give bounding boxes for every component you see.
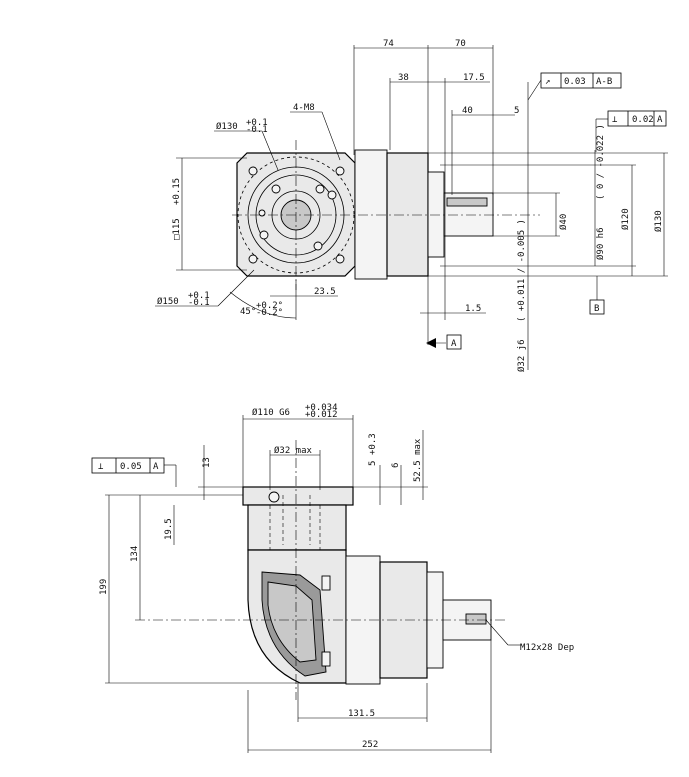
gdt-runout-frame: ↗ 0.03 A-B (527, 72, 622, 101)
dim-thread: M12x28 Dep (520, 643, 574, 653)
shaft-tap (465, 613, 487, 625)
dim-sq115: □115 (172, 218, 182, 240)
gdt-perp-frame: ⊥ 0.02 A (595, 110, 667, 152)
dim-shaft32: Ø32 j6 (516, 339, 527, 372)
front-perp-datum: A (153, 462, 159, 472)
dim-bore110: Ø110 G6 (252, 407, 290, 418)
front-perp-symbol: ⊥ (98, 462, 104, 472)
runout-symbol: ↗ (545, 77, 550, 87)
input-housing (247, 504, 347, 551)
input-flange (242, 486, 354, 506)
inner-hole (313, 241, 323, 251)
dim-19-5: 19.5 (164, 518, 174, 540)
dim-4m8: 4-M8 (293, 103, 315, 113)
perp-value: 0.02 (632, 115, 654, 125)
gearbox-body (386, 152, 429, 277)
perp-datum: A (657, 115, 663, 125)
corner-hole (248, 254, 258, 264)
dim-199: 199 (99, 579, 109, 595)
dim-5-front: 5 (368, 461, 378, 466)
dim-23-5: 23.5 (314, 287, 336, 297)
dim-70: 70 (455, 39, 466, 49)
dim-6: 6 (391, 463, 401, 468)
top-view: 74 70 38 17.5 40 5 ↗ 0.03 A-B ⊥ 0.02 A (155, 39, 668, 372)
runout-value: 0.03 (564, 77, 586, 87)
dim-spigot90-tol: ( 0 / -0.022 ) (596, 124, 606, 200)
gdt-front-perp-frame: ⊥ 0.05 A (91, 457, 177, 487)
dim-1-5: 1.5 (465, 304, 481, 314)
dim-13: 13 (202, 457, 212, 468)
dim-spigot90: Ø90 h6 (595, 227, 606, 260)
datum-b-box (589, 299, 605, 315)
inner-hole (327, 190, 337, 200)
dim-pcd130-tol-hi: +0.1 (246, 118, 268, 128)
dim-d32max: Ø32 max (274, 445, 313, 456)
runout-datum: A-B (596, 77, 612, 87)
dim-sq115-tol: +0.15 (172, 178, 182, 205)
dim-d150-tol-hi: +0.1 (188, 291, 210, 301)
flange-rim (354, 149, 388, 280)
datum-b-label: B (594, 304, 599, 314)
dim-shaft40: Ø40 (558, 214, 569, 230)
corner-hole (248, 166, 258, 176)
datum-a-label: A (451, 339, 457, 349)
dim-17-5: 17.5 (463, 73, 485, 83)
dim-angle: 45° (240, 307, 256, 317)
corner-hole (335, 254, 345, 264)
dim-pcd130: Ø130 (216, 121, 238, 132)
dim-angle-tol-hi: +0.2° (256, 301, 283, 311)
perp-symbol: ⊥ (612, 115, 618, 125)
dim-d150-tol-lo: -0.1 (188, 298, 210, 308)
gear-housing-rib (267, 581, 317, 663)
shaft-keyway (446, 197, 488, 207)
dim-252: 252 (362, 740, 378, 750)
dim-130-right: Ø130 (653, 210, 664, 232)
dim-120: Ø120 (620, 208, 631, 230)
inner-hole (258, 209, 266, 217)
front-perp-value: 0.05 (120, 462, 142, 472)
dim-shaft32-tol: ( +0.011 / -0.005 ) (517, 219, 527, 322)
front-view: Ø110 G6 +0.034 +0.012 Ø32 max 5 +0.3 6 5… (91, 403, 574, 753)
dim-d150: Ø150 (157, 296, 179, 307)
dim-bore110-tol-hi: +0.034 (305, 403, 338, 413)
dim-pcd130-tol-lo: -0.1 (246, 125, 268, 135)
dim-bore110-tol-lo: +0.012 (305, 410, 338, 420)
dim-74: 74 (383, 39, 394, 49)
corner-hole (335, 166, 345, 176)
dim-angle-tol-lo: -0.2° (256, 308, 283, 318)
output-spigot (427, 171, 445, 258)
dim-134: 134 (130, 546, 140, 562)
dim-52-5: 52.5 max (413, 438, 423, 482)
dim-5: 5 (514, 106, 519, 116)
dim-38: 38 (398, 73, 409, 83)
dim-131-5: 131.5 (348, 709, 375, 719)
inner-hole (271, 184, 281, 194)
datum-a-box (446, 334, 462, 350)
dim-5-front-tol: +0.3 (368, 433, 378, 455)
dim-40: 40 (462, 106, 473, 116)
inner-hole (259, 230, 269, 240)
inner-hole (315, 184, 325, 194)
